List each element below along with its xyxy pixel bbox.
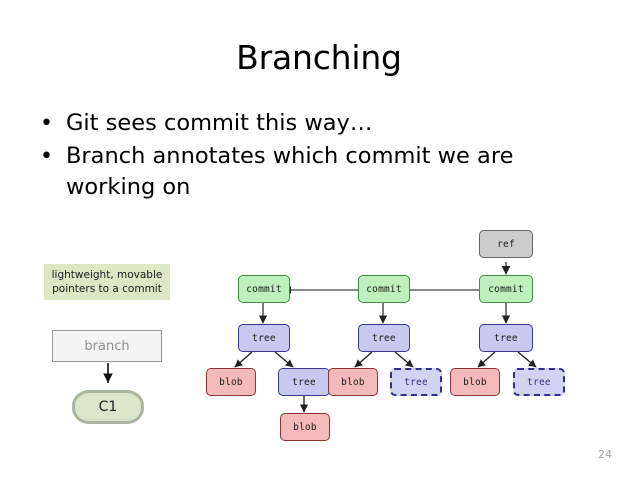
bullet-list: • Git sees commit this way… • Branch ann… — [28, 108, 548, 205]
node-tree-2: tree — [358, 324, 410, 352]
branch-box-label: branch — [84, 338, 130, 354]
node-label: ref — [497, 238, 515, 250]
annotation-line-2: pointers to a commit — [52, 283, 162, 295]
bullet-marker-icon: • — [40, 144, 53, 169]
branch-pointer-diagram: lightweight, movable pointers to a commi… — [30, 250, 215, 440]
list-item: • Git sees commit this way… — [28, 108, 548, 139]
node-commit-3: commit — [479, 275, 533, 303]
node-blob-2: blob — [328, 368, 378, 396]
commit-node-c1: C1 — [72, 390, 144, 424]
bullet-text: Git sees commit this way… — [66, 110, 373, 136]
node-label: tree — [494, 332, 518, 344]
node-blob-3: blob — [450, 368, 500, 396]
commit-node-label: C1 — [98, 399, 118, 415]
node-label: commit — [246, 283, 282, 295]
node-label: blob — [341, 376, 365, 388]
branch-box: branch — [52, 330, 162, 362]
node-commit-2: commit — [358, 275, 410, 303]
node-label: commit — [366, 283, 402, 295]
git-object-graph: ref commit commit commit tree tree tree … — [206, 222, 638, 450]
node-label: tree — [292, 376, 316, 388]
page-title: Branching — [236, 38, 402, 77]
node-label: blob — [463, 376, 487, 388]
node-label: tree — [404, 376, 428, 388]
bullet-text: Branch annotates which commit we are wor… — [66, 143, 514, 200]
node-tree-3: tree — [479, 324, 533, 352]
node-blob-1: blob — [206, 368, 256, 396]
node-label: blob — [293, 421, 317, 433]
node-commit-1: commit — [238, 275, 290, 303]
node-label: tree — [372, 332, 396, 344]
page-number: 24 — [598, 448, 612, 461]
node-subtree-1: tree — [278, 368, 330, 396]
node-label: tree — [527, 376, 551, 388]
node-tree-1: tree — [238, 324, 290, 352]
node-label: blob — [219, 376, 243, 388]
node-blob-1b: blob — [280, 413, 330, 441]
node-label: commit — [488, 283, 524, 295]
node-subtree-2: tree — [390, 368, 442, 396]
node-label: tree — [252, 332, 276, 344]
annotation-line-1: lightweight, movable — [51, 269, 163, 281]
list-item: • Branch annotates which commit we are w… — [28, 141, 548, 203]
annotation-note: lightweight, movable pointers to a commi… — [44, 264, 170, 300]
bullet-marker-icon: • — [40, 111, 53, 136]
node-ref: ref — [479, 230, 533, 258]
node-subtree-3: tree — [513, 368, 565, 396]
git-graph-edges — [234, 262, 537, 413]
